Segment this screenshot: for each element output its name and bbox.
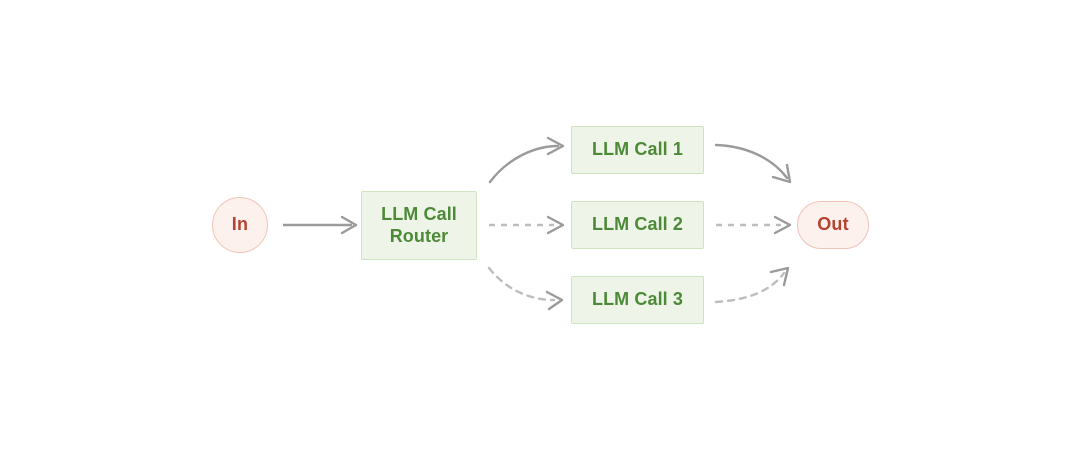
edge-router-to-call2 — [489, 215, 565, 235]
node-out[interactable]: Out — [797, 201, 869, 249]
edge-call2-to-out — [716, 215, 792, 235]
node-llm-call-3-label: LLM Call 3 — [591, 289, 683, 310]
node-out-label: Out — [817, 214, 849, 235]
node-llm-call-2-label: LLM Call 2 — [591, 214, 683, 235]
node-llm-call-router-label: LLM Call Router — [381, 204, 457, 246]
arrowhead-icon — [340, 215, 358, 235]
edge-call1-to-out — [714, 143, 792, 184]
node-in[interactable]: In — [212, 197, 268, 253]
arrowhead-icon — [546, 136, 565, 156]
edge-call3-to-out — [714, 266, 790, 304]
arrowhead-icon — [773, 215, 792, 235]
node-llm-call-router[interactable]: LLM Call Router — [361, 191, 477, 260]
arrowhead-icon — [546, 215, 565, 235]
node-llm-call-1-label: LLM Call 1 — [591, 139, 683, 160]
arrowhead-icon — [771, 163, 792, 184]
node-llm-call-2[interactable]: LLM Call 2 — [571, 201, 704, 249]
edge-router-to-call3 — [487, 266, 564, 311]
edge-router-to-call1 — [488, 136, 565, 184]
node-llm-call-1[interactable]: LLM Call 1 — [571, 126, 704, 174]
arrowhead-icon — [545, 290, 564, 311]
arrowhead-icon — [769, 266, 790, 287]
node-in-label: In — [231, 214, 249, 235]
node-llm-call-3[interactable]: LLM Call 3 — [571, 276, 704, 324]
edge-in-to-router — [283, 215, 358, 235]
